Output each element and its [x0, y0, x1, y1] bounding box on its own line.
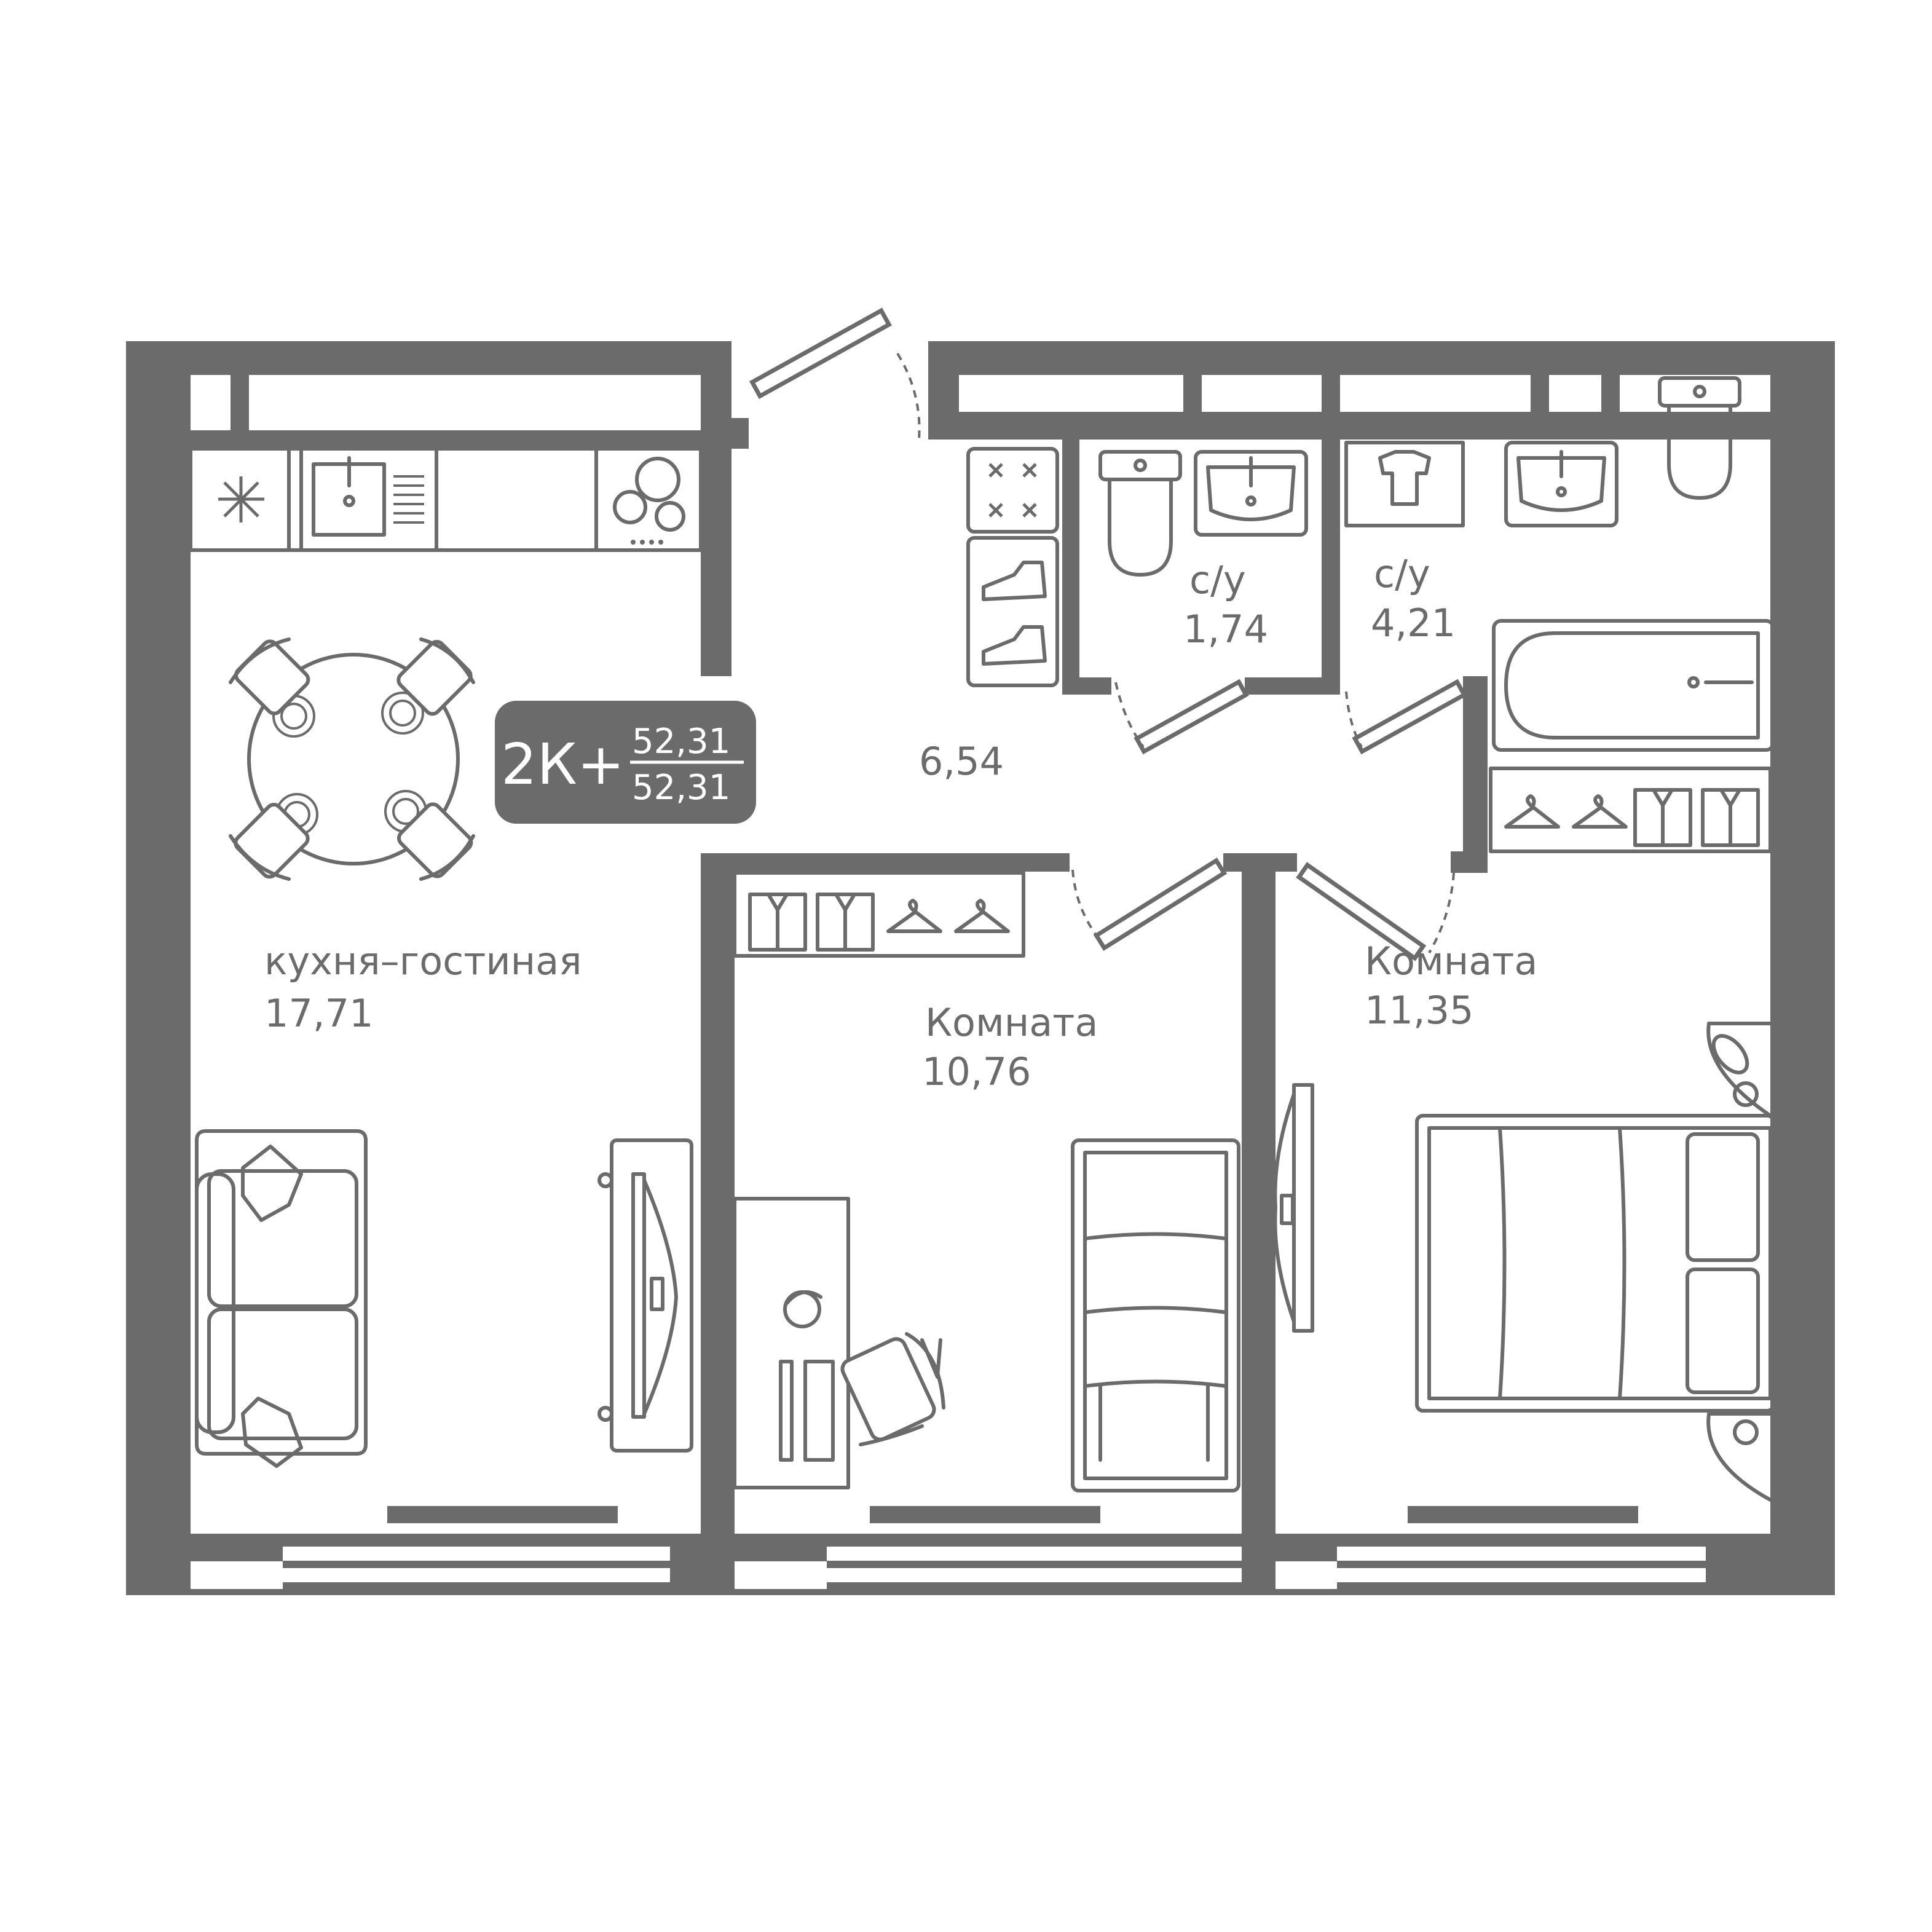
- hanger-icon: [1504, 794, 1628, 829]
- bunk-bed-icon: [1071, 1138, 1240, 1492]
- label-hall: 6,54: [919, 739, 1004, 784]
- area-living: 52,31: [632, 768, 730, 808]
- nightstand-icon: [1706, 1022, 1772, 1502]
- window-icon: [191, 1534, 1770, 1595]
- washing-machine-icon: [1344, 441, 1465, 527]
- wardrobe-icon: [1489, 767, 1772, 853]
- wardrobe-icon: [733, 871, 1025, 958]
- shirt-icon: [748, 893, 875, 952]
- room-area: 4,21: [1371, 601, 1456, 645]
- washbasin-icon: [1504, 441, 1619, 527]
- double-bed-icon: [1415, 1114, 1775, 1413]
- tv-stand-icon: [1273, 1083, 1314, 1333]
- area-total: 52,31: [632, 722, 730, 762]
- stove-icon: [594, 447, 703, 552]
- room-area: 11,35: [1365, 988, 1474, 1033]
- sofa-icon: [195, 1129, 368, 1468]
- sink-icon: [299, 447, 438, 552]
- label-bath-large: с/у 4,21: [1371, 551, 1456, 645]
- room-area: 10,76: [922, 1049, 1031, 1094]
- hanger-icon: [886, 899, 1010, 933]
- toilet-icon: [1658, 376, 1741, 500]
- washbasin-icon: [1194, 450, 1308, 537]
- apartment-type: 2К+: [501, 731, 625, 797]
- label-kitchen-living: кухня–гостиная 17,71: [264, 939, 582, 1036]
- office-chair-icon: [840, 1332, 945, 1446]
- shirt-icon: [1633, 788, 1760, 847]
- dining-table-icon: [229, 637, 475, 881]
- shoe-cabinet-icon: [966, 447, 1059, 687]
- room-area: 1,74: [1183, 607, 1268, 652]
- bathtub-icon: [1492, 619, 1775, 752]
- radiator-icon: [387, 1506, 1638, 1523]
- room-name: Комната: [1365, 939, 1537, 984]
- desk-icon: [733, 1197, 850, 1489]
- toilet-icon: [1098, 450, 1182, 577]
- label-room-right: Комната 11,35: [1365, 939, 1537, 1033]
- kitchen-counter: [189, 447, 703, 552]
- room-area: 6,54: [919, 739, 1004, 784]
- tv-stand-icon: [597, 1138, 693, 1453]
- door-icon: [749, 307, 1467, 961]
- room-area: 17,71: [264, 991, 374, 1036]
- room-name: кухня–гостиная: [264, 939, 582, 984]
- fridge-icon: [189, 447, 291, 552]
- room-name: Комната: [925, 1000, 1098, 1045]
- label-bath-small: с/у 1,74: [1183, 558, 1268, 652]
- room-name: с/у: [1189, 558, 1246, 602]
- apartment-badge: 2К+ 52,31 52,31: [495, 701, 756, 824]
- room-name: с/у: [1374, 551, 1430, 596]
- label-room-middle: Комната 10,76: [922, 1000, 1098, 1094]
